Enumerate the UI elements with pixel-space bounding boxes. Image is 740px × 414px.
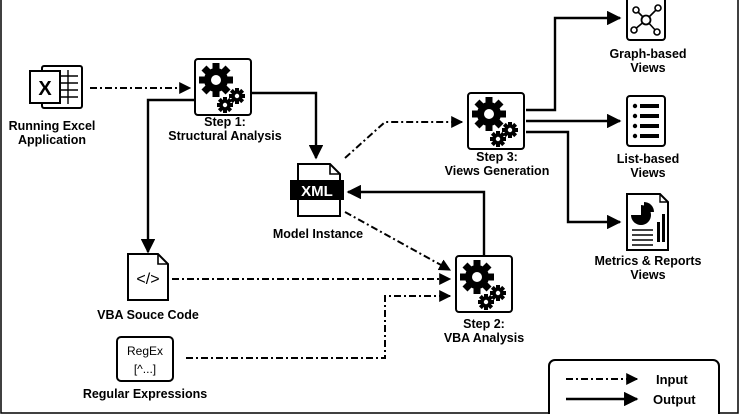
node-step1: Step 1: Structural Analysis	[168, 59, 282, 143]
legend-input-label: Input	[656, 372, 688, 387]
edge-step3-to-graph-views	[526, 10, 622, 112]
step3-label-line-1: Step 3:	[476, 150, 518, 164]
edge-xml-to-step2	[344, 211, 452, 271]
excel-icon: X	[29, 65, 83, 109]
gears-icon	[456, 256, 512, 312]
metrics-views-label-line-2: Views	[630, 268, 665, 282]
node-regex: RegEx [^...] Regular Expressions	[83, 336, 207, 401]
legend-output-label: Output	[653, 392, 696, 407]
edge-step1-to-vba-source	[140, 98, 195, 254]
edge-regex-to-step2	[186, 290, 452, 359]
step2-label-line-2: VBA Analysis	[444, 331, 524, 345]
list-views-label-line-2: Views	[630, 166, 665, 180]
step1-label-line-1: Step 1:	[204, 115, 246, 129]
graph-views-label-line-2: Views	[630, 61, 665, 75]
regex-box-icon: RegEx [^...]	[116, 336, 174, 382]
xml-label: Model Instance	[273, 227, 363, 241]
graph-views-label-line-1: Graph-based	[609, 47, 686, 61]
gears-icon	[468, 93, 524, 149]
node-step3: Step 3: Views Generation	[445, 93, 550, 178]
node-excel: X Running Excel Application	[9, 65, 96, 147]
list-icon	[626, 95, 666, 147]
report-icon	[626, 193, 669, 251]
edge-xml-to-step3	[344, 116, 464, 159]
legend: Input Output	[548, 359, 720, 414]
xml-glyph: XML	[301, 183, 333, 200]
metrics-views-label-line-1: Metrics & Reports	[595, 254, 702, 268]
node-metrics-views: Metrics & Reports Views	[595, 193, 702, 282]
regex-label: Regular Expressions	[83, 387, 207, 401]
regex-glyph-line-2: [^...]	[134, 362, 156, 376]
code-file-icon: </>	[127, 253, 169, 301]
graph-icon	[626, 0, 666, 41]
edge-step2-to-xml	[346, 184, 486, 256]
legend-box	[548, 359, 720, 414]
step2-label-line-1: Step 2:	[463, 317, 505, 331]
regex-glyph-line-1: RegEx	[127, 344, 163, 358]
excel-label-line-2: Application	[18, 133, 86, 147]
code-glyph: </>	[136, 271, 159, 288]
connectors	[90, 10, 622, 359]
excel-label-line-1: Running Excel	[9, 119, 96, 133]
edge-step1-to-xml	[252, 91, 324, 160]
edge-step3-to-metrics-views	[526, 130, 622, 230]
node-list-views: List-based Views	[617, 95, 680, 180]
node-step2: Step 2: VBA Analysis	[444, 256, 524, 345]
svg-text:X: X	[38, 78, 52, 100]
node-vba-source: </> VBA Souce Code	[97, 253, 199, 322]
list-views-label-line-1: List-based	[617, 152, 680, 166]
node-graph-views: Graph-based Views	[609, 0, 687, 75]
vba-source-label: VBA Souce Code	[97, 308, 199, 322]
xml-file-icon: XML	[290, 163, 344, 217]
gears-icon	[195, 59, 251, 115]
node-xml: XML Model Instance	[273, 163, 363, 241]
step1-label-line-2: Structural Analysis	[168, 129, 282, 143]
step3-label-line-2: Views Generation	[445, 164, 550, 178]
